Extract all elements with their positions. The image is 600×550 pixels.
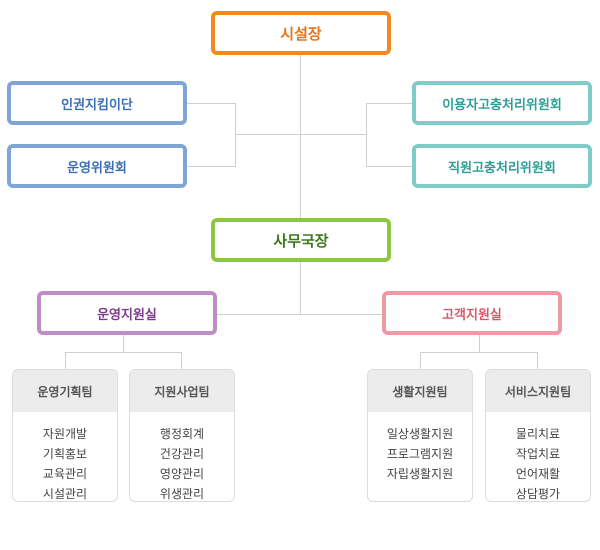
office-box-operation-support: 운영지원실 xyxy=(37,291,217,335)
connector-team-4-down xyxy=(537,352,538,370)
connector-offices-horizontal xyxy=(216,314,384,315)
committee-label: 이용자고충처리위원회 xyxy=(442,97,562,113)
connector-right-office-down xyxy=(479,334,480,352)
connector-left-office-down xyxy=(123,334,124,352)
team-name: 운영기획팀 xyxy=(13,370,117,412)
connector-left-committee-2 xyxy=(186,166,236,167)
connector-right-committees-to-main xyxy=(300,134,367,135)
task-item: 일상생활지원 xyxy=(386,427,454,441)
connector-left-teams-horizontal xyxy=(65,352,182,353)
team-name: 서비스지원팀 xyxy=(486,370,590,412)
task-item: 자원개발 xyxy=(42,427,88,441)
committee-label: 인권지킴이단 xyxy=(61,97,133,113)
committee-box-operation: 운영위원회 xyxy=(7,144,187,188)
task-item: 상담평가 xyxy=(515,487,561,501)
secretary-label: 사무국장 xyxy=(273,231,329,250)
connector-right-committee-1 xyxy=(366,103,414,104)
task-item: 프로그램지원 xyxy=(386,447,454,461)
task-list: 자원개발 기획홍보 교육관리 시설관리 xyxy=(13,412,117,501)
team-card-support-project: 지원사업팀 행정회계 건강관리 영양관리 위생관리 xyxy=(129,369,235,502)
task-item: 교육관리 xyxy=(42,467,88,481)
connector-right-teams-horizontal xyxy=(420,352,538,353)
team-card-living-support: 생활지원팀 일상생활지원 프로그램지원 자립생활지원 xyxy=(367,369,473,502)
connector-left-committees-to-main xyxy=(235,134,301,135)
task-item: 행정회계 xyxy=(159,427,205,441)
task-item: 위생관리 xyxy=(159,487,205,501)
task-item: 영양관리 xyxy=(159,467,205,481)
director-box: 시설장 xyxy=(211,11,391,55)
team-name: 생활지원팀 xyxy=(368,370,472,412)
team-card-operation-planning: 운영기획팀 자원개발 기획홍보 교육관리 시설관리 xyxy=(12,369,118,502)
task-list: 일상생활지원 프로그램지원 자립생활지원 xyxy=(368,412,472,484)
task-item: 언어재활 xyxy=(515,467,561,481)
task-item: 건강관리 xyxy=(159,447,205,461)
committee-box-staff-grievance: 직원고충처리위원회 xyxy=(412,144,592,188)
committee-label: 직원고충처리위원회 xyxy=(448,160,556,176)
connector-main-vertical xyxy=(300,54,301,314)
committee-box-user-grievance: 이용자고충처리위원회 xyxy=(412,81,592,125)
task-item: 기획홍보 xyxy=(42,447,88,461)
task-item: 시설관리 xyxy=(42,487,88,501)
team-card-service-support: 서비스지원팀 물리치료 작업치료 언어재활 상담평가 xyxy=(485,369,591,502)
connector-team-1-down xyxy=(65,352,66,370)
task-item: 작업치료 xyxy=(515,447,561,461)
team-name: 지원사업팀 xyxy=(130,370,234,412)
connector-right-committee-2 xyxy=(366,166,414,167)
office-box-customer-support: 고객지원실 xyxy=(382,291,562,335)
connector-team-2-down xyxy=(181,352,182,370)
task-list: 행정회계 건강관리 영양관리 위생관리 xyxy=(130,412,234,501)
task-item: 자립생활지원 xyxy=(386,467,454,481)
committee-label: 운영위원회 xyxy=(67,160,127,176)
connector-team-3-down xyxy=(420,352,421,370)
task-item: 물리치료 xyxy=(515,427,561,441)
secretary-box: 사무국장 xyxy=(211,218,391,262)
committee-box-human-rights: 인권지킴이단 xyxy=(7,81,187,125)
office-label: 고객지원실 xyxy=(442,307,502,323)
office-label: 운영지원실 xyxy=(97,307,157,323)
task-list: 물리치료 작업치료 언어재활 상담평가 xyxy=(486,412,590,501)
director-label: 시설장 xyxy=(280,24,322,43)
connector-left-committee-1 xyxy=(186,103,236,104)
